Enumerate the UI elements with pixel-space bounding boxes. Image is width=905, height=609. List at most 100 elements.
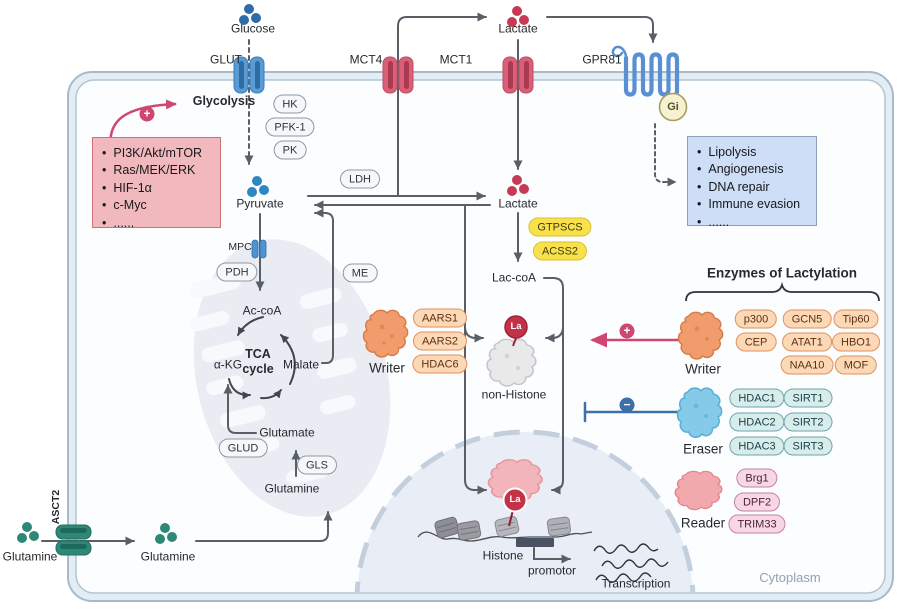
- promotor-label: promotor: [527, 563, 577, 578]
- pdh-pill: PDH: [216, 262, 258, 282]
- tca-cycle-arrows: [228, 316, 296, 400]
- eraser-blob: [676, 387, 723, 438]
- glut-transporter: [233, 56, 265, 94]
- glucose-label: Glucose: [230, 21, 276, 36]
- dpf2-pill: DPF2: [733, 492, 781, 512]
- brace: [685, 281, 880, 302]
- nucleus-lactylated-blob: [487, 458, 543, 527]
- lactate-molecule-intracellular: [507, 175, 529, 196]
- tca-label-line1: TCA: [245, 347, 271, 362]
- ac-coa-label: Ac-coA: [242, 303, 282, 318]
- atat1-pill: ATAT1: [782, 332, 832, 352]
- writer-center-label: Writer: [369, 360, 405, 376]
- promotor-box: [516, 538, 554, 547]
- ldh-pill: LDH: [339, 169, 381, 189]
- tip60-pill: Tip60: [833, 309, 879, 329]
- glycolysis-regulators-box: PI3K/Akt/mTOR Ras/MEK/ERK HIF-1α c-Myc .…: [92, 137, 221, 230]
- gi-protein: [658, 92, 688, 122]
- mct1-label: MCT1: [439, 52, 473, 67]
- regulator-item: Ras/MEK/ERK: [102, 162, 214, 179]
- hk-pill: HK: [273, 94, 307, 114]
- glut-label: GLUT: [209, 52, 243, 67]
- effect-item: Angiogenesis: [697, 161, 810, 178]
- mpc-transporter: [251, 239, 267, 259]
- gpr81-label: GPR81: [582, 52, 622, 67]
- la-tag-center: [504, 315, 528, 347]
- sirt1-pill: SIRT1: [783, 388, 833, 408]
- reader-label: Reader: [680, 515, 726, 531]
- hdac6-pill: HDAC6: [412, 354, 468, 374]
- pathway-arrows: [41, 12, 677, 564]
- gtpscs-pill: GTPSCS: [528, 217, 592, 237]
- writer-blob-center: [362, 309, 409, 358]
- pyruvate-molecule: [247, 176, 269, 197]
- p300-pill: p300: [734, 309, 778, 329]
- inhibition-icon: −: [619, 397, 635, 413]
- trim33-pill: TRIM33: [728, 514, 786, 534]
- glutamine-mito-label: Glutamine: [264, 481, 320, 496]
- acss2-pill: ACSS2: [532, 241, 588, 261]
- akg-label: α-KG: [213, 357, 243, 372]
- gpr81-effects-box: Lipolysis Angiogenesis DNA repair Immune…: [687, 136, 817, 229]
- mof-pill: MOF: [834, 355, 878, 375]
- pk-pill: PK: [273, 140, 307, 160]
- lac-coa-label: Lac-coA: [491, 270, 537, 285]
- cytoplasm-label: Cytoplasm: [759, 569, 821, 585]
- me-pill: ME: [342, 263, 378, 283]
- la-nucleus-label: La: [509, 493, 521, 505]
- glud-pill: GLUD: [218, 438, 268, 458]
- mct4-transporter: [382, 56, 414, 94]
- effect-item: Immune evasion: [697, 196, 810, 213]
- sirt2-pill: SIRT2: [783, 412, 833, 432]
- effect-item: Lipolysis: [697, 144, 810, 161]
- transcription-mrna: [593, 543, 669, 583]
- nucleus-body: [354, 429, 696, 592]
- hdac3-pill: HDAC3: [729, 436, 785, 456]
- asct2-transporter: [55, 524, 92, 556]
- gi-label: Gi: [667, 100, 679, 113]
- effect-item: DNA repair: [697, 179, 810, 196]
- regulator-item: PI3K/Akt/mTOR: [102, 145, 214, 162]
- brg1-pill: Brg1: [736, 468, 778, 488]
- activation-icon: +: [139, 106, 155, 122]
- lactate-in-label: Lactate: [498, 196, 538, 211]
- glutamine-molecule-in: [155, 523, 177, 544]
- gpr81-receptor: [611, 45, 680, 101]
- glutamate-label: Glutamate: [259, 425, 315, 440]
- asct2-label: ASCT2: [50, 489, 63, 525]
- activation-icon: +: [619, 323, 635, 339]
- sirt3-pill: SIRT3: [783, 436, 833, 456]
- tca-label-line2: cycle: [242, 362, 274, 377]
- eraser-inhibition-line: [583, 401, 692, 423]
- pfk1-pill: PFK-1: [265, 117, 315, 137]
- mpc-label: MPC: [228, 241, 252, 254]
- pyruvate-label: Pyruvate: [236, 196, 284, 211]
- malate-label: Malate: [282, 357, 320, 372]
- mct1-transporter: [502, 56, 534, 94]
- cep-pill: CEP: [735, 332, 777, 352]
- naa10-pill: NAA10: [780, 355, 834, 375]
- mct4-label: MCT4: [349, 52, 383, 67]
- hdac1-pill: HDAC1: [729, 388, 785, 408]
- glutamine-in-label: Glutamine: [140, 549, 196, 564]
- non-histone-label: non-Histone: [481, 387, 547, 402]
- non-histone-blob: [486, 338, 537, 387]
- hbo1-pill: HBO1: [832, 332, 880, 352]
- gls-pill: GLS: [296, 455, 338, 475]
- regulator-item: ......: [102, 215, 214, 232]
- nucleosomes: [434, 516, 571, 541]
- regulator-item: c-Myc: [102, 197, 214, 214]
- glutamine-molecule-out: [17, 522, 39, 543]
- la-center-label: La: [510, 320, 522, 332]
- enzymes-title: Enzymes of Lactylation: [706, 265, 858, 281]
- hdac2-pill: HDAC2: [729, 412, 785, 432]
- glutamine-out-label: Glutamine: [2, 549, 58, 564]
- lactate-out-label: Lactate: [498, 21, 538, 36]
- eraser-label: Eraser: [683, 441, 723, 457]
- transcription-label: Transcription: [601, 576, 671, 591]
- histone-label: Histone: [482, 548, 524, 563]
- glycolysis-label: Glycolysis: [192, 94, 256, 109]
- aars1-pill: AARS1: [412, 308, 468, 328]
- lactate-molecule-extracellular: [507, 6, 529, 27]
